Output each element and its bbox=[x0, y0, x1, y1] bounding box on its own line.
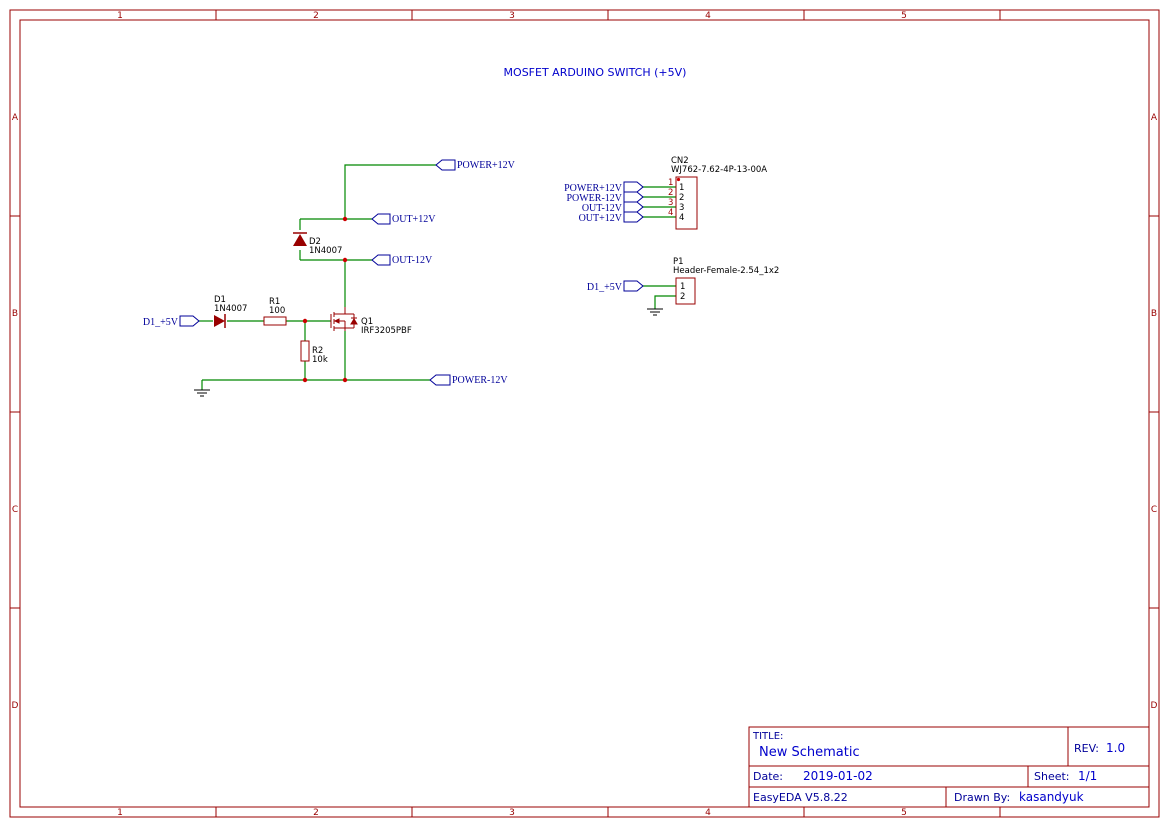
net-port-p1-1[interactable]: D1_+5V bbox=[587, 280, 644, 293]
header-p1-body[interactable] bbox=[675, 277, 696, 305]
pin-name: 2 bbox=[679, 193, 684, 203]
frame-column-labels: 1 2 3 4 5 1 2 3 4 5 bbox=[117, 11, 907, 818]
q1-ref: Q1 bbox=[361, 317, 373, 327]
diode-d1[interactable] bbox=[214, 314, 226, 328]
frame-row-labels: A B C D A B C D bbox=[12, 113, 1158, 711]
cn2-ref: CN2 bbox=[671, 156, 689, 166]
connector-cn2-body[interactable] bbox=[675, 176, 698, 230]
pin-name: 4 bbox=[679, 213, 684, 223]
schematic-heading: MOSFET ARDUINO SWITCH (+5V) bbox=[504, 66, 687, 79]
pin-name: 1 bbox=[680, 282, 685, 292]
drawn-by-value: kasandyuk bbox=[1019, 790, 1084, 804]
net-port-power-plus[interactable]: POWER+12V bbox=[435, 159, 516, 171]
junction-dot bbox=[342, 257, 348, 263]
net-port-label: OUT+12V bbox=[579, 213, 623, 224]
row-label-left: D bbox=[12, 701, 19, 711]
resistor-r2[interactable] bbox=[300, 340, 310, 362]
d1-ref: D1 bbox=[214, 295, 226, 305]
net-port-out-minus[interactable]: OUT-12V bbox=[371, 254, 433, 266]
net-port-d1-in[interactable]: D1_+5V bbox=[143, 315, 200, 328]
net-port-label: POWER+12V bbox=[564, 183, 623, 194]
sheet-frame bbox=[9, 9, 1160, 818]
col-label-top: 3 bbox=[509, 11, 515, 21]
pin-name: 1 bbox=[679, 183, 684, 193]
cn2-pin-numbers: 1 2 3 4 bbox=[668, 178, 673, 218]
net-port-label: POWER+12V bbox=[457, 160, 516, 171]
software-version: EasyEDA V5.8.22 bbox=[753, 791, 848, 804]
net-port-out-plus[interactable]: OUT+12V bbox=[371, 213, 436, 225]
d1-value: 1N4007 bbox=[214, 304, 247, 314]
col-label-top: 5 bbox=[901, 11, 907, 21]
net-port-cn2-4[interactable]: OUT+12V bbox=[579, 211, 644, 224]
col-label-top: 4 bbox=[705, 11, 711, 21]
p1-value: Header-Female-2.54_1x2 bbox=[673, 266, 779, 276]
net-port-label: D1_+5V bbox=[587, 282, 623, 293]
net-port-cn2-1[interactable]: POWER+12V bbox=[564, 181, 644, 194]
pin-number-outer: 4 bbox=[668, 208, 673, 218]
sheet-value: 1/1 bbox=[1078, 769, 1097, 783]
col-label-top: 1 bbox=[117, 11, 123, 21]
row-label-left: C bbox=[12, 505, 18, 515]
net-port-label: POWER-12V bbox=[566, 193, 622, 204]
wires bbox=[199, 164, 676, 390]
col-label-top: 2 bbox=[313, 11, 319, 21]
col-label-bottom: 2 bbox=[313, 808, 319, 818]
title-value: New Schematic bbox=[759, 745, 860, 760]
junction-dot bbox=[342, 216, 348, 222]
r1-value: 100 bbox=[269, 306, 285, 316]
rev-value: 1.0 bbox=[1106, 741, 1125, 755]
p1-ref: P1 bbox=[673, 257, 684, 267]
pin-name: 3 bbox=[679, 203, 684, 213]
net-port-label: POWER-12V bbox=[452, 375, 508, 386]
r2-value: 10k bbox=[312, 355, 328, 365]
cn2-pin-names: 1 2 3 4 bbox=[679, 183, 684, 223]
d2-value: 1N4007 bbox=[309, 246, 342, 256]
sheet-label: Sheet: bbox=[1034, 770, 1070, 783]
col-label-bottom: 5 bbox=[901, 808, 907, 818]
junctions bbox=[302, 216, 348, 383]
row-label-left: B bbox=[12, 309, 18, 319]
net-port-label: D1_+5V bbox=[143, 317, 179, 328]
row-label-left: A bbox=[12, 113, 19, 123]
col-label-bottom: 3 bbox=[509, 808, 515, 818]
junction-dot bbox=[302, 377, 308, 383]
row-label-right: B bbox=[1151, 309, 1157, 319]
pin-number-outer: 2 bbox=[668, 188, 673, 198]
date-value: 2019-01-02 bbox=[803, 769, 873, 783]
q1-value: IRF3205PBF bbox=[361, 326, 412, 336]
col-label-bottom: 4 bbox=[705, 808, 711, 818]
ground-icon bbox=[647, 308, 663, 316]
date-label: Date: bbox=[753, 770, 783, 783]
net-port-label: OUT+12V bbox=[392, 214, 436, 225]
r2-ref: R2 bbox=[312, 346, 323, 356]
drawn-by-label: Drawn By: bbox=[954, 791, 1010, 804]
row-label-right: A bbox=[1151, 113, 1158, 123]
junction-dot bbox=[302, 318, 308, 324]
net-port-power-minus[interactable]: POWER-12V bbox=[429, 374, 508, 386]
net-port-cn2-3[interactable]: OUT-12V bbox=[582, 201, 644, 214]
col-label-bottom: 1 bbox=[117, 808, 123, 818]
mosfet-q1[interactable] bbox=[330, 307, 358, 331]
net-port-cn2-2[interactable]: POWER-12V bbox=[566, 191, 644, 204]
row-label-right: C bbox=[1151, 505, 1157, 515]
cn2-value: WJ762-7.62-4P-13-00A bbox=[671, 165, 767, 175]
pin-number-outer: 1 bbox=[668, 178, 673, 188]
title-label: TITLE: bbox=[752, 731, 783, 742]
net-port-label: OUT-12V bbox=[392, 255, 433, 266]
d2-ref: D2 bbox=[309, 237, 321, 247]
junction-dot bbox=[342, 377, 348, 383]
net-port-label: OUT-12V bbox=[582, 203, 623, 214]
resistor-r1[interactable] bbox=[263, 316, 287, 326]
pin-number-outer: 3 bbox=[668, 198, 673, 208]
row-label-right: D bbox=[1151, 701, 1158, 711]
r1-ref: R1 bbox=[269, 297, 280, 307]
diode-d2[interactable] bbox=[293, 232, 307, 246]
rev-label: REV: bbox=[1074, 742, 1099, 755]
pin1-marker bbox=[676, 177, 681, 182]
title-block bbox=[748, 726, 1150, 808]
ground-icon bbox=[194, 389, 210, 397]
pin-name: 2 bbox=[680, 292, 685, 302]
